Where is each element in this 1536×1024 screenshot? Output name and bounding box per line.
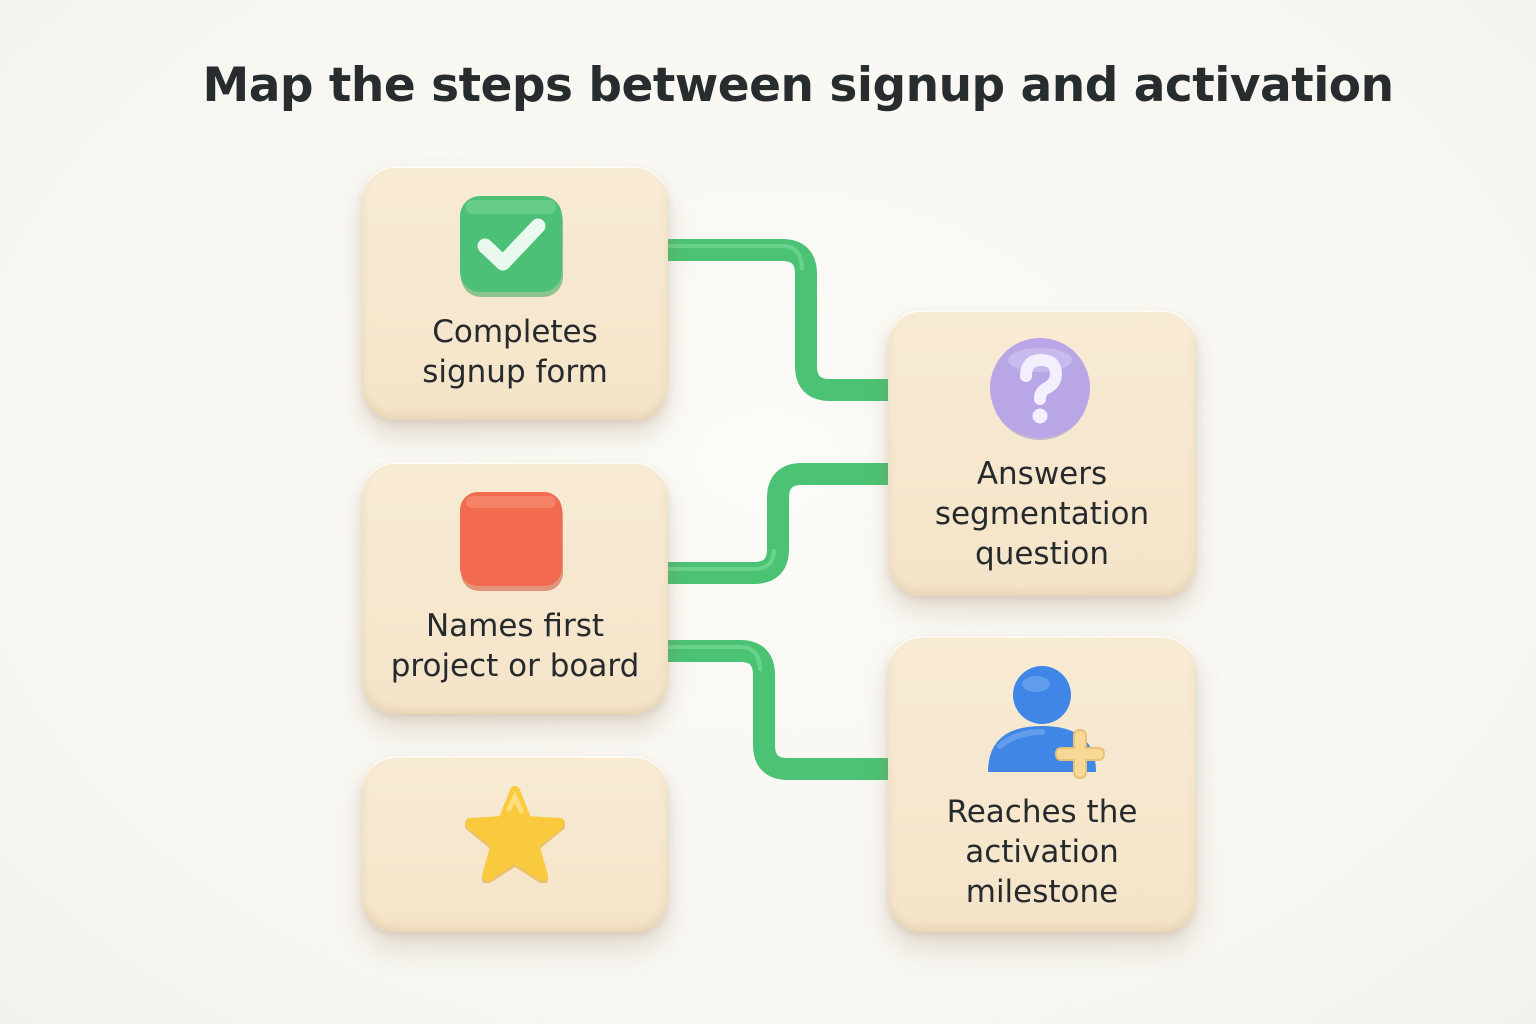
- step-label-milestone: Reaches the activation milestone: [946, 794, 1138, 910]
- check-icon: [458, 196, 564, 298]
- connector-signup-to-segmentation: [668, 239, 888, 401]
- step-card-milestone: Reaches the activation milestone: [888, 636, 1196, 932]
- square-icon: [458, 492, 564, 592]
- connector-project-to-segmentation: [668, 463, 888, 584]
- add-user-icon: [986, 664, 1114, 790]
- question-icon: [988, 336, 1092, 440]
- step-card-star: [362, 756, 668, 932]
- step-card-signup: Completes signup form: [362, 166, 668, 420]
- step-card-segmentation: Answers segmentation question: [888, 310, 1196, 596]
- step-label-segmentation: Answers segmentation question: [934, 456, 1150, 572]
- step-label-signup: Completes signup form: [422, 314, 608, 390]
- star-icon: [463, 785, 567, 883]
- step-label-project: Names first project or board: [390, 608, 640, 684]
- page-title: Map the steps between signup and activat…: [202, 58, 1394, 113]
- step-card-project: Names first project or board: [362, 462, 668, 714]
- connector-project-to-milestone: [668, 640, 888, 780]
